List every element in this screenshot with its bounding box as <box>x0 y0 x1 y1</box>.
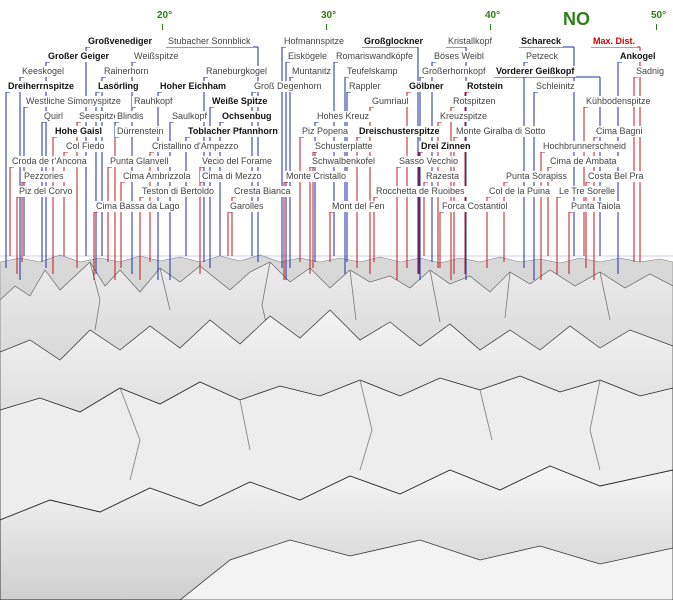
peak-label-saulkopf: Saulkopf <box>170 111 210 122</box>
peak-label-rappler: Rappler <box>347 81 383 92</box>
peak-label-grosser-geiger: Großer Geiger <box>46 51 112 62</box>
peak-label-mont-del-fen: Mont del Fen <box>330 201 387 212</box>
peak-label-boses-weibl: Böses Weibl <box>432 51 486 62</box>
peak-label-grossglockner: Großglockner <box>362 36 426 47</box>
peak-label-max-dist: Max. Dist. <box>591 36 638 47</box>
foreground-valley <box>179 539 673 600</box>
peak-label-cristallino-d-ampezzo: Cristallino d'Ampezzo <box>150 141 241 152</box>
peak-label-weisse-spitze: Weiße Spitze <box>210 96 270 107</box>
degree-30-tick <box>326 24 327 30</box>
peak-label-grosserhornkopf: Großerhornkopf <box>420 66 488 77</box>
peak-label-lasorling: Lasörling <box>96 81 141 92</box>
peak-label-hohe-gaisl: Hohe Gaisl <box>53 126 105 137</box>
peak-label-rainerhorn: Rainerhorn <box>102 66 151 77</box>
peak-label-dreiherrnspitze: Dreiherrnspitze <box>6 81 77 92</box>
peak-label-dreischusterspitze: Dreischusterspitze <box>357 126 442 137</box>
peak-label-col-de-la-puina: Col de la Puina <box>487 186 553 197</box>
peak-label-schleinitz: Schleinitz <box>534 81 577 92</box>
degree-50: 50° <box>651 10 667 21</box>
peak-label-rocchetta-de-ruoibes: Rocchetta de Ruoibes <box>374 186 467 197</box>
peak-label-raneburgkogel: Raneburgkogel <box>204 66 270 77</box>
peak-label-durrenstein: Dürrenstein <box>115 126 166 137</box>
peak-label-pezzories: Pezzories <box>22 171 66 182</box>
peak-label-cima-de-ambata: Cima de Ambata <box>548 156 619 167</box>
peak-label-toblacher-pfannhorn: Toblacher Pfannhorn <box>186 126 280 137</box>
peak-label-romariswandkopfe: Romariswandköpfe <box>334 51 416 62</box>
degree-50-tick <box>656 24 657 30</box>
peak-label-rotstein: Rotstein <box>465 81 505 92</box>
peak-label-monte-giralba-di-sotto: Monte Giralba di Sotto <box>454 126 548 137</box>
peak-label-ochsenbug: Ochsenbug <box>220 111 274 122</box>
peak-label-teufelskamp: Teufelskamp <box>345 66 400 77</box>
peak-label-costa-bel-pra: Costa Bel Pra <box>586 171 646 182</box>
peak-label-eiskogele: Eiskögele <box>286 51 330 62</box>
peak-label-westliche-simonyspitze: Westliche Simonyspitze <box>24 96 123 107</box>
peak-label-vorderer-geisskopf: Vorderer Geißkopf <box>494 66 577 77</box>
mid-shadows <box>89 261 611 341</box>
peak-label-schwalbenkofel: Schwalbenkofel <box>310 156 378 167</box>
peak-label-weissspitze: Weißspitze <box>132 51 181 62</box>
peak-label-rauhkopf: Rauhkopf <box>132 96 175 107</box>
peak-label-hohes-kreuz: Hohes Kreuz <box>315 111 372 122</box>
peak-label-schareck: Schareck <box>519 36 564 47</box>
peak-label-punta-taiola: Punta Taiola <box>569 201 623 212</box>
peak-label-garolles: Garolles <box>228 201 266 212</box>
peak-label-schusterplatte: Schusterplatte <box>313 141 375 152</box>
peak-label-cima-di-mezzo: Cima di Mezzo <box>200 171 264 182</box>
peak-label-forca-costantiol: Forca Costantiol <box>440 201 510 212</box>
peak-label-cresta-bianca: Cresta Bianca <box>232 186 293 197</box>
peak-label-ankogel: Ankogel <box>618 51 658 62</box>
peak-label-quirl: Quirl <box>42 111 66 122</box>
peak-label-cima-bagni: Cima Bagni <box>594 126 645 137</box>
peak-label-cima-bassa-da-lago: Cima Bassa da Lago <box>94 201 182 212</box>
peak-label-razesta: Razesta <box>424 171 462 182</box>
peak-label-rotspitzen: Rotspitzen <box>451 96 498 107</box>
degree-40: 40° <box>485 10 501 21</box>
peak-label-piz-popena: Piz Popena <box>300 126 351 137</box>
peak-label-vecio-del-forame: Vecio del Forame <box>200 156 275 167</box>
peak-label-hofmannspitze: Hofmannspitze <box>282 36 347 47</box>
peak-label-hoher-eichham: Hoher Eichham <box>158 81 229 92</box>
degree-40-tick <box>490 24 491 30</box>
peak-label-col-fiedo: Col Fiedo <box>64 141 107 152</box>
peak-label-kristallkopf: Kristallkopf <box>446 36 495 47</box>
peak-label-seespitze: Seespitze <box>77 111 121 122</box>
peak-label-punta-glanvell: Punta Glanvell <box>108 156 171 167</box>
peak-label-grossvenediger: Großvenediger <box>86 36 155 47</box>
near-shadows <box>119 379 601 481</box>
peak-label-kuhbodenspitze: Kühbodenspitze <box>584 96 653 107</box>
peak-label-sadnig: Sadnig <box>634 66 667 77</box>
degree-20: 20° <box>157 10 173 21</box>
peak-label-blindis: Blindis <box>115 111 146 122</box>
peak-label-le-tre-sorelle: Le Tre Sorelle <box>557 186 618 197</box>
peak-label-sasso-vecchio: Sasso Vecchio <box>397 156 461 167</box>
peak-label-drei-zinnen: Drei Zinnen <box>419 141 473 152</box>
peak-label-cima-ambrizzola: Cima Ambrizzola <box>121 171 193 182</box>
degree-30: 30° <box>321 10 337 21</box>
peak-label-stubacher-sonnblick: Stubacher Sonnblick <box>166 36 253 47</box>
degree-20-tick <box>162 24 163 30</box>
peak-label-gumriaul: Gumriaul <box>370 96 411 107</box>
peak-label-piz-del-corvo: Piz del Corvo <box>17 186 75 197</box>
direction-no: NO <box>563 9 590 29</box>
peak-label-gross-degenhorn: Groß Degenhorn <box>252 81 324 92</box>
peak-label-golbner: Gölbner <box>407 81 446 92</box>
peak-label-muntanitz: Muntanitz <box>290 66 334 77</box>
peak-label-petzeck: Petzeck <box>524 51 561 62</box>
peak-label-croda-de-r-ancona: Croda de r'Ancona <box>10 156 89 167</box>
peak-label-keeskogel: Keeskogel <box>20 66 67 77</box>
peak-label-teston-di-bertoldo: Teston di Bertoldo <box>140 186 217 197</box>
peak-label-kreuzspitze: Kreuzspitze <box>438 111 490 122</box>
peak-label-hochbrunnerschneid: Hochbrunnerschneid <box>541 141 629 152</box>
peak-label-punta-sorapiss: Punta Sorapiss <box>504 171 570 182</box>
peak-label-monte-cristallo: Monte Cristallo <box>284 171 349 182</box>
